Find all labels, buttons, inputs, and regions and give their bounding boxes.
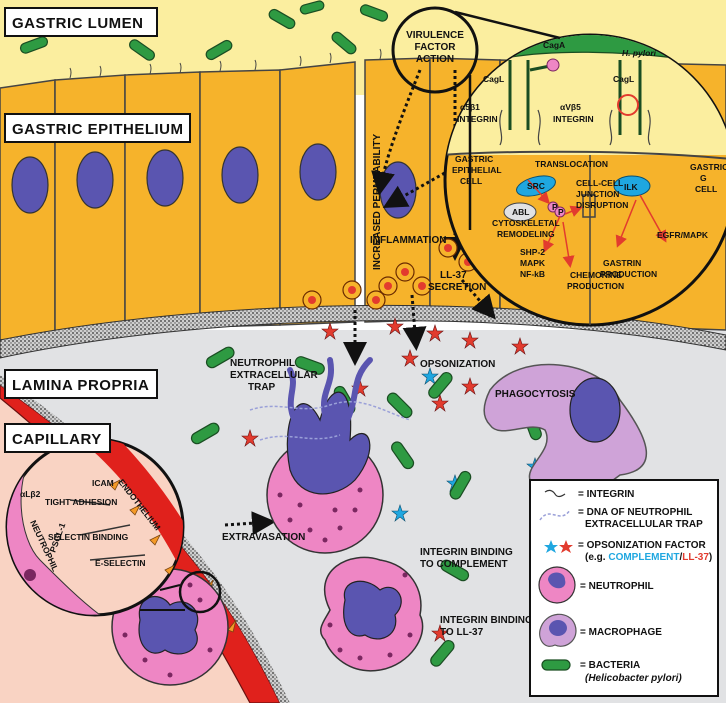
- svg-text:αVβ5: αVβ5: [560, 102, 581, 112]
- region-title-capillary: CAPILLARY: [4, 423, 111, 453]
- svg-text:PRODUCTION: PRODUCTION: [567, 281, 624, 291]
- svg-text:GASTRIN: GASTRIN: [603, 258, 641, 268]
- svg-text:SRC: SRC: [527, 181, 545, 191]
- legend-opsonization-examples: (e.g. COMPLEMENT/LL-37): [585, 552, 712, 563]
- svg-text:CELL: CELL: [695, 184, 717, 194]
- svg-text:H. pylori: H. pylori: [622, 48, 657, 58]
- svg-text:JUNCTION: JUNCTION: [576, 189, 619, 199]
- svg-text:NF-kB: NF-kB: [520, 269, 545, 279]
- net-neutrophil: [266, 357, 384, 554]
- legend-ll37-star-icon: [559, 540, 573, 553]
- svg-text:ICAM: ICAM: [92, 478, 114, 488]
- svg-text:EXTRACELLULAR TRAP: EXTRACELLULAR TRAP: [585, 519, 703, 530]
- svg-text:α5β1: α5β1: [460, 102, 480, 112]
- svg-text:DISRUPTION: DISRUPTION: [576, 200, 628, 210]
- svg-text:= INTEGRIN: = INTEGRIN: [578, 489, 634, 500]
- svg-text:TO LL-37: TO LL-37: [440, 627, 484, 638]
- lumen-bacteria: [19, 0, 389, 61]
- legend-bacteria-icon: [541, 659, 571, 671]
- svg-text:E-SELECTIN: E-SELECTIN: [95, 558, 146, 568]
- region-title-epithelium: GASTRIC EPITHELIUM: [4, 113, 191, 143]
- adhesion-zoom: [5, 437, 185, 617]
- svg-text:= BACTERIA: = BACTERIA: [580, 660, 640, 671]
- svg-text:EXTRAVASATION: EXTRAVASATION: [222, 532, 305, 543]
- svg-text:LAMINA PROPRIA: LAMINA PROPRIA: [12, 377, 149, 394]
- svg-text:ABL: ABL: [512, 207, 529, 217]
- phagocytosis-macrophage: [483, 363, 647, 501]
- binding-macrophage: [320, 556, 424, 672]
- zoom-connector: [454, 10, 561, 230]
- svg-text:PHAGOCYTOSIS: PHAGOCYTOSIS: [495, 389, 576, 400]
- svg-text:EGFR/MAPK: EGFR/MAPK: [657, 230, 709, 240]
- svg-text:GASTRIC: GASTRIC: [455, 154, 493, 164]
- microvilli: [69, 48, 382, 79]
- svg-text:P: P: [558, 207, 564, 217]
- svg-text:G: G: [700, 173, 707, 183]
- svg-text:MAPK: MAPK: [520, 258, 546, 268]
- net-dna: [249, 401, 411, 441]
- zoom-upper-labels: CagA H. pylori CagL CagL α5β1 INTEGRIN α…: [452, 40, 726, 291]
- svg-text:INCREASED PERMEABILITY: INCREASED PERMEABILITY: [372, 134, 383, 270]
- svg-text:CYTOSKELETAL: CYTOSKELETAL: [492, 218, 560, 228]
- svg-text:EPITHELIAL: EPITHELIAL: [452, 165, 502, 175]
- svg-text:CagA: CagA: [543, 40, 565, 50]
- svg-text:CELL-CELL: CELL-CELL: [576, 178, 623, 188]
- svg-text:OPSONIZATION: OPSONIZATION: [420, 359, 495, 370]
- svg-text:CHEMOKINE: CHEMOKINE: [570, 270, 622, 280]
- svg-text:= MACROPHAGE: = MACROPHAGE: [580, 627, 662, 638]
- svg-text:FACTOR: FACTOR: [415, 42, 457, 53]
- svg-text:TRAP: TRAP: [248, 382, 276, 393]
- ll37-granules: [302, 238, 478, 310]
- svg-text:INTEGRIN BINDING: INTEGRIN BINDING: [440, 615, 533, 626]
- svg-text:ILK: ILK: [624, 182, 639, 192]
- epithelial-nuclei: [11, 143, 417, 219]
- svg-text:TO COMPLEMENT: TO COMPLEMENT: [420, 559, 508, 570]
- svg-text:P: P: [552, 202, 558, 212]
- svg-text:CagL: CagL: [613, 74, 634, 84]
- virulence-source-circle: [391, 6, 479, 94]
- svg-text:CAPILLARY: CAPILLARY: [12, 431, 102, 448]
- legend-integrin-icon: [544, 489, 566, 498]
- svg-text:PRODUCTION: PRODUCTION: [600, 269, 657, 279]
- svg-text:αLβ2: αLβ2: [20, 489, 41, 499]
- legend-dna-icon: [539, 509, 571, 521]
- svg-text:REMODELING: REMODELING: [497, 229, 555, 239]
- svg-text:INTEGRIN: INTEGRIN: [457, 114, 498, 124]
- svg-text:CagL: CagL: [483, 74, 504, 84]
- process-labels: VIRULENCE FACTOR ACTION INCREASED PERMEA…: [222, 30, 576, 638]
- svg-text:GASTRIC EPITHELIUM: GASTRIC EPITHELIUM: [12, 121, 184, 138]
- svg-text:(Helicobacter pylori): (Helicobacter pylori): [585, 673, 682, 684]
- svg-text:= NEUTROPHIL: = NEUTROPHIL: [580, 581, 654, 592]
- region-title-lamina: LAMINA PROPRIA: [4, 369, 158, 399]
- legend-complement-star-icon: [544, 540, 558, 553]
- svg-text:VIRULENCE: VIRULENCE: [406, 30, 464, 41]
- svg-text:= OPSONIZATION FACTOR: = OPSONIZATION FACTOR: [578, 540, 706, 551]
- svg-text:TRANSLOCATION: TRANSLOCATION: [535, 159, 608, 169]
- svg-text:SHP-2: SHP-2: [520, 247, 545, 257]
- legend: = INTEGRIN = DNA OF NEUTROPHIL EXTRACELL…: [529, 479, 719, 697]
- svg-text:INTEGRIN: INTEGRIN: [553, 114, 594, 124]
- svg-text:SELECTIN BINDING: SELECTIN BINDING: [48, 532, 129, 542]
- svg-text:EXTRACELLULAR: EXTRACELLULAR: [230, 370, 319, 381]
- svg-text:INFLAMMATION: INFLAMMATION: [370, 235, 446, 246]
- svg-text:GASTRIC: GASTRIC: [690, 162, 726, 172]
- svg-text:NEUTROPHIL: NEUTROPHIL: [230, 358, 295, 369]
- svg-text:SECRETION: SECRETION: [428, 282, 486, 293]
- adhesion-source-circle: [178, 570, 222, 614]
- adhesion-connector: [140, 584, 185, 611]
- svg-text:CELL: CELL: [460, 176, 482, 186]
- svg-text:ACTION: ACTION: [416, 54, 454, 65]
- svg-text:TIGHT ADHESION: TIGHT ADHESION: [45, 497, 117, 507]
- svg-text:= DNA OF NEUTROPHIL: = DNA OF NEUTROPHIL: [578, 507, 692, 518]
- svg-text:LL-37: LL-37: [440, 270, 467, 281]
- svg-text:INTEGRIN BINDING: INTEGRIN BINDING: [420, 547, 513, 558]
- region-title-lumen: GASTRIC LUMEN: [4, 7, 158, 37]
- svg-text:GASTRIC LUMEN: GASTRIC LUMEN: [12, 15, 144, 32]
